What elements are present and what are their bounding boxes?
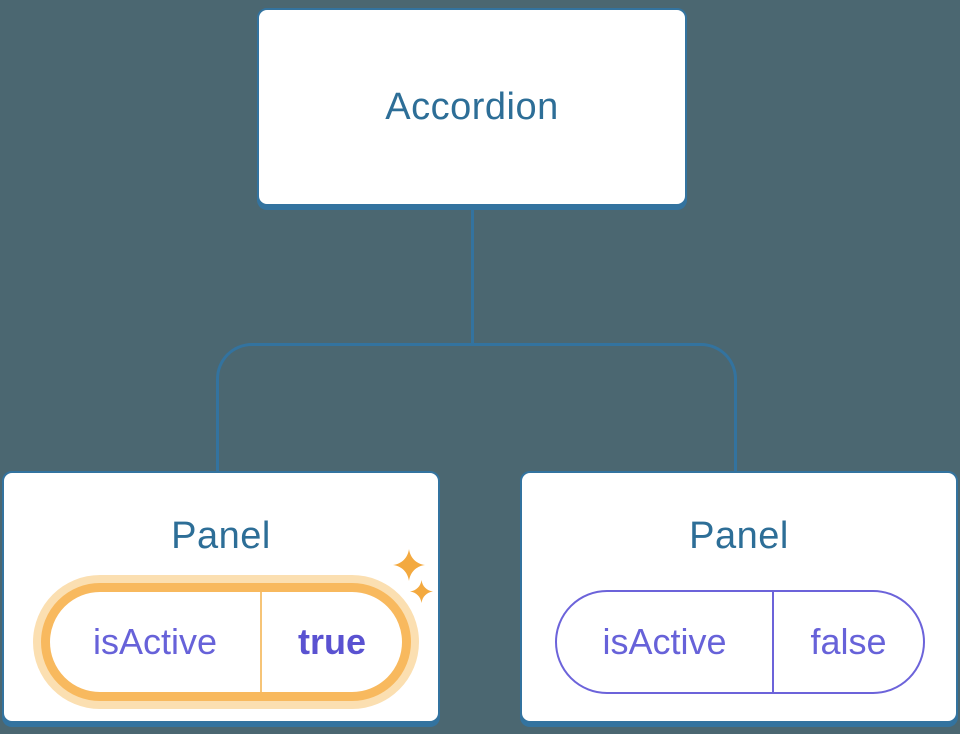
accordion-label: Accordion: [385, 85, 559, 128]
panel-node-inactive: Panel isActive false: [520, 471, 958, 723]
prop-value-label: false: [810, 621, 887, 662]
prop-value-label: true: [297, 621, 366, 662]
prop-divider: [772, 592, 774, 692]
prop-name-label: isActive: [92, 621, 218, 662]
panel-title: Panel: [171, 514, 271, 557]
prop-pill-active: isActive true: [41, 583, 411, 701]
connector-stem: [471, 210, 474, 344]
panel-node-active: Panel isActive true: [2, 471, 440, 723]
prop-name-label: isActive: [602, 621, 727, 662]
sparkle-icon: [410, 580, 433, 603]
prop-pill-inactive: isActive false: [555, 590, 925, 694]
prop-divider: [260, 592, 262, 692]
panel-title: Panel: [689, 514, 789, 557]
connector-branches: [216, 343, 737, 471]
accordion-node: Accordion: [257, 8, 687, 206]
sparkle-icon: [393, 549, 425, 581]
